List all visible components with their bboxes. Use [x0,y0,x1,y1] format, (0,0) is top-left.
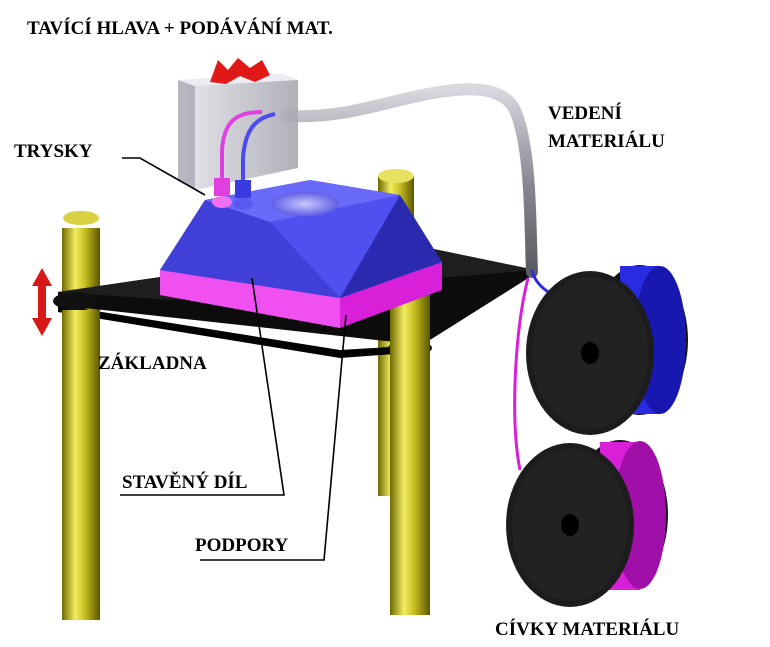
leader-nozzles [122,157,206,196]
melting-head [178,58,298,190]
leader-part [120,277,285,496]
label-material-guide-1: VEDENÍ [548,102,622,124]
column-front-right [390,260,430,615]
nozzle-blue [233,112,276,210]
leader-lines [120,157,347,561]
nozzle-magenta [212,110,263,208]
column-front-left [62,310,100,620]
leader-supports [200,314,347,561]
spool-blue [526,265,688,435]
built-part [160,180,442,328]
label-melting-head: TAVÍCÍ HLAVA + PODÁVÁNÍ MAT. [27,17,333,39]
material-guide-tube [279,83,538,278]
label-supports: PODPORY [195,535,289,556]
label-material-guide-2: MATERIÁLU [548,130,665,152]
label-spools: CÍVKY MATERIÁLU [495,618,679,640]
spool-magenta [506,440,668,607]
vertical-motion-arrow-icon [32,268,52,336]
label-nozzles: TRYSKY [14,141,93,162]
label-built-part: STAVĚNÝ DÍL [122,471,247,493]
feed-motor-icon [210,58,270,84]
filament-magenta [513,277,530,471]
label-base: ZÁKLADNA [98,352,207,374]
